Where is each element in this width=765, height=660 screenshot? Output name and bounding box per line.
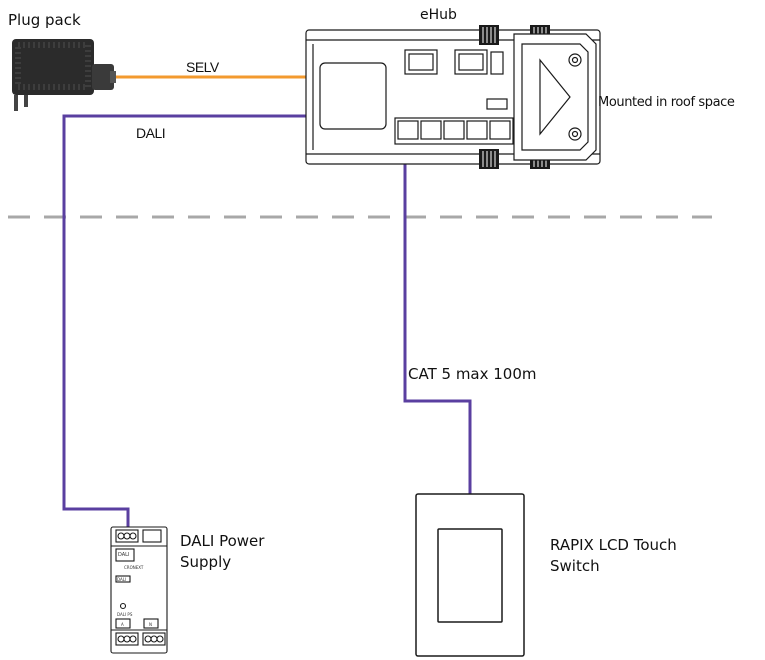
dali-ps-brand: CRONEXT (124, 565, 144, 570)
dali-ps-bottom: DALI PS (117, 612, 133, 617)
ehub-label: eHub (420, 7, 457, 23)
dali-ps-badge: DALI (118, 552, 129, 558)
rapix-label-line2: Switch (550, 557, 600, 575)
plug-pack-label: Plug pack (8, 11, 81, 29)
cat5-wire (403, 132, 472, 494)
dali-ps-label-line1: DALI Power (180, 532, 265, 550)
dali-label: DALI (136, 125, 165, 141)
power-adapter-icon (12, 39, 116, 111)
dali-ps-term-b: N (149, 622, 152, 627)
dali-ps-model: DALI (117, 577, 126, 582)
cat5-label: CAT 5 max 100m (408, 365, 537, 383)
din-rail-power-supply-icon (110, 526, 168, 654)
selv-label: SELV (186, 59, 220, 75)
dali-wire (62, 114, 322, 527)
touch-screen-switch-icon (415, 493, 525, 657)
dali-ps-label-line2: Supply (180, 553, 231, 571)
rapix-label-line1: RAPIX LCD Touch (550, 536, 677, 554)
mounted-label: Mounted in roof space (598, 95, 735, 110)
ehub-controller-icon (305, 25, 601, 169)
dali-ps-term-a: A (121, 622, 124, 627)
